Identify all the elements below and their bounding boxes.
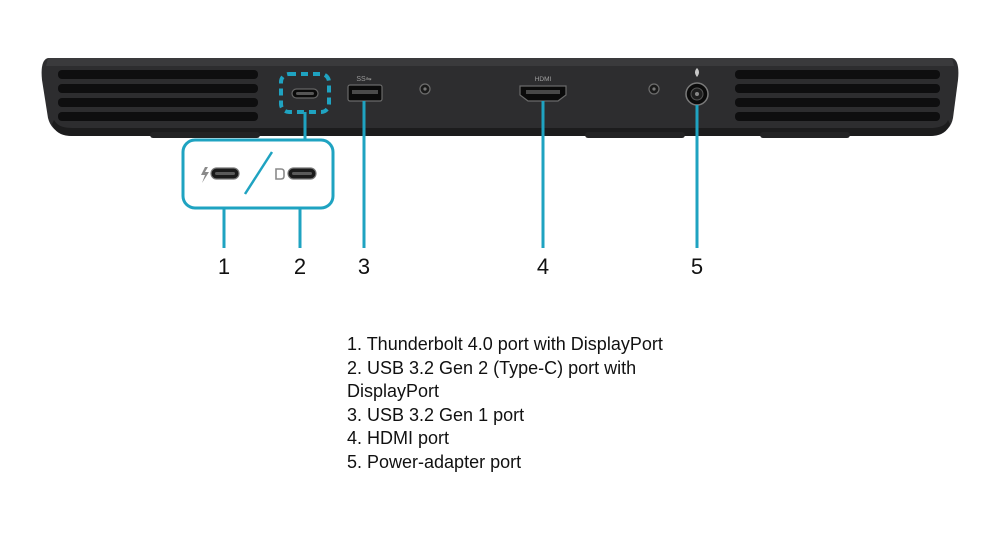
- usb-c-displayport-port: [287, 167, 317, 180]
- displayport-icon: [275, 168, 285, 180]
- legend-item-2-cont: DisplayPort: [347, 381, 440, 401]
- legend-item-5: 5. Power-adapter port: [347, 451, 522, 472]
- power-icon: [695, 68, 699, 77]
- screw-right: [648, 83, 660, 95]
- usb-ss-icon: SS⇋: [356, 76, 371, 83]
- laptop-chassis: [41, 58, 959, 138]
- legend-item-1: 1. Thunderbolt 4.0 port with DisplayPort: [347, 334, 663, 354]
- callout-number-4: 4: [536, 254, 550, 279]
- legend-item-2: 2. USB 3.2 Gen 2 (Type-C) port with: [347, 357, 637, 378]
- callout-number-5: 5: [690, 254, 704, 279]
- power-adapter-port: [685, 68, 709, 106]
- hdmi-icon: HDMI: [535, 76, 552, 83]
- callout-number-2: 2: [293, 254, 307, 279]
- port-legend: 1. Thunderbolt 4.0 port with DisplayPort…: [347, 333, 727, 474]
- callout-number-1: 1: [217, 254, 231, 279]
- callout-number-3: 3: [357, 254, 371, 279]
- left-vent: [58, 70, 258, 121]
- type-c-zoom-box: [181, 138, 335, 210]
- legend-item-4: 4. HDMI port: [347, 428, 450, 448]
- usb-a-port: SS⇋: [347, 76, 383, 102]
- thunderbolt-port: [210, 167, 240, 180]
- hdmi-port: HDMI: [519, 76, 567, 102]
- right-vent: [735, 70, 940, 121]
- legend-item-3: 3. USB 3.2 Gen 1 port: [347, 404, 525, 425]
- type-c-port-chassis: [279, 72, 331, 114]
- callout-lines: [222, 101, 699, 248]
- screw-left: [419, 83, 431, 95]
- laptop-rear-view-diagram: SS⇋ HDMI: [41, 58, 959, 248]
- thunderbolt-icon: [201, 167, 209, 183]
